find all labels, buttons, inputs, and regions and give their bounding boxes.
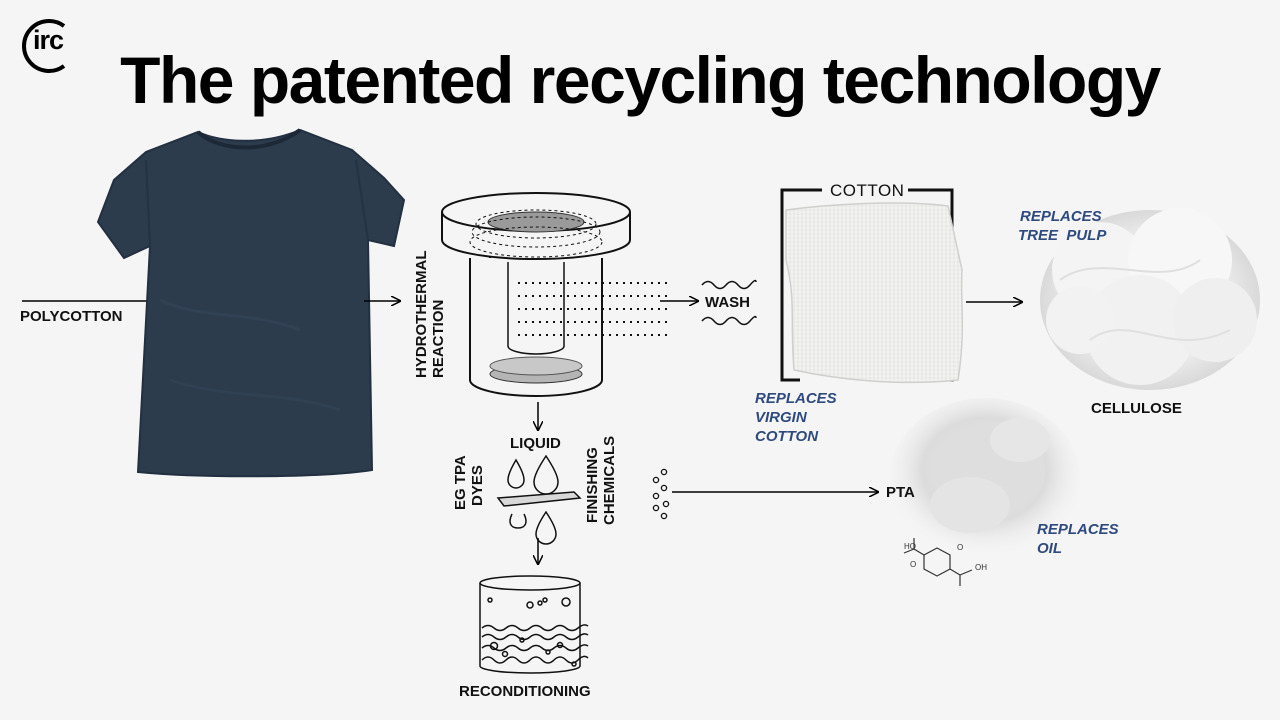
pta-powder-image: [890, 398, 1080, 558]
cellulose-label: CELLULOSE: [1091, 400, 1182, 417]
hydrothermal-reaction-label: HYDROTHERMAL REACTION: [413, 250, 447, 379]
polycotton-label: POLYCOTTON: [20, 308, 123, 325]
reconditioning-label: RECONDITIONING: [459, 683, 591, 700]
wave-icon: [701, 279, 757, 326]
molecule-label-oh: OH: [975, 563, 987, 572]
cellulose-replaces-note: REPLACES TREE PULP: [1018, 208, 1107, 244]
droplets-icon: [496, 454, 582, 545]
reactor-vessel-icon: [441, 192, 631, 397]
wash-label: WASH: [705, 294, 750, 311]
pta-replaces-note: REPLACES OIL: [1037, 521, 1119, 557]
irc-logo-icon: [22, 19, 66, 73]
logo-text: irc: [33, 25, 64, 55]
cotton-replaces-note: REPLACES VIRGIN COTTON: [755, 390, 837, 445]
pta-label: PTA: [886, 484, 915, 501]
wash-dotted-lines: [518, 282, 668, 336]
liquid-label: LIQUID: [510, 435, 561, 452]
tank-icon: [479, 575, 589, 674]
cotton-label: COTTON: [830, 181, 905, 200]
bubbles-icon: [652, 468, 670, 520]
molecule-label-o2: O: [957, 543, 964, 552]
tshirt-image: [96, 128, 406, 478]
cellulose-fiber-image: [1040, 208, 1260, 390]
molecule-label-ho: HO: [904, 542, 916, 551]
molecule-icon: [903, 538, 973, 586]
molecule-label-o1: O: [910, 560, 917, 569]
finishing-chemicals-label: FINISHING CHEMICALS: [584, 435, 618, 525]
eg-tpa-dyes-label: EG TPA DYES: [452, 455, 486, 510]
cotton-fabric-image: [785, 202, 964, 384]
page-title: The patented recycling technology: [120, 43, 1161, 117]
